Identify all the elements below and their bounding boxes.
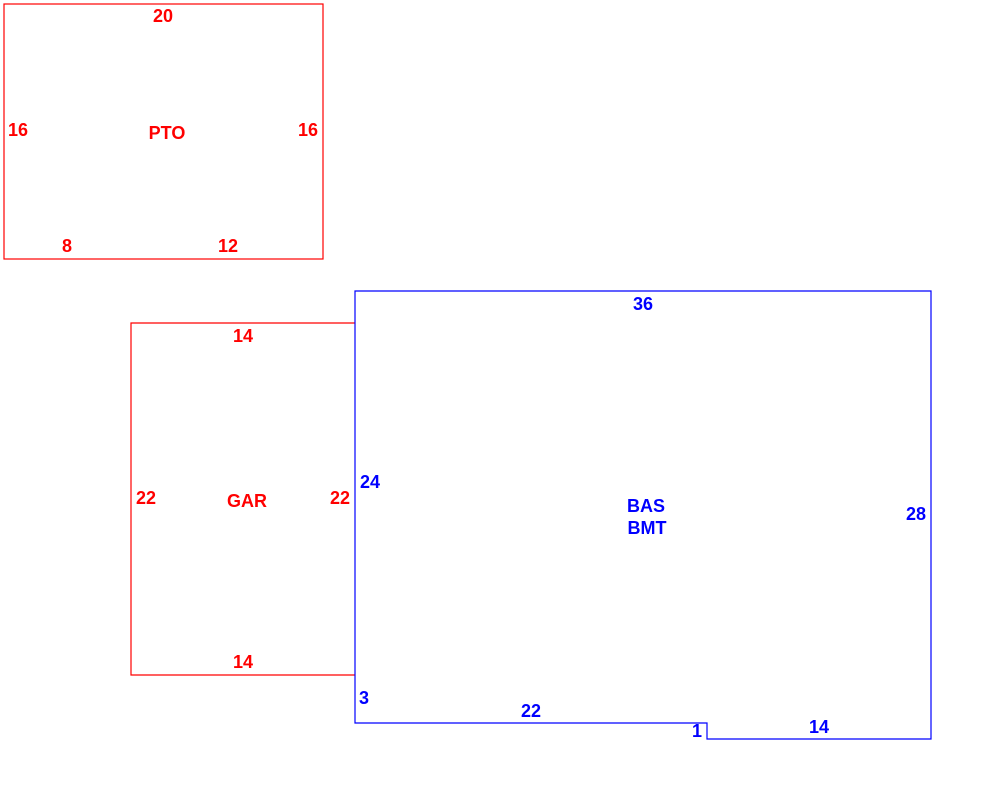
pto-right-dimension: 16 (298, 120, 318, 140)
garage-area: 14 22 GAR 22 14 (130, 322, 355, 676)
pto-top-dimension: 20 (153, 6, 173, 26)
pto-outline (3, 3, 324, 260)
base-bottom-left-dimension: 22 (521, 701, 541, 721)
base-notch-dimension: 1 (692, 721, 702, 741)
garage-outline (130, 322, 355, 676)
basement-label: BMT (628, 518, 667, 538)
garage-right-dimension: 22 (330, 488, 350, 508)
base-top-dimension: 36 (633, 294, 653, 314)
pto-area: 20 16 PTO 16 8 12 (3, 3, 324, 260)
pto-bottom-right-dimension: 12 (218, 236, 238, 256)
base-bottom-right-dimension: 14 (809, 717, 829, 737)
garage-label: GAR (227, 491, 267, 511)
base-outline (354, 290, 932, 740)
garage-bottom-dimension: 14 (233, 652, 253, 672)
pto-label: PTO (149, 123, 186, 143)
base-left-dimension: 24 (360, 472, 380, 492)
base-label: BAS (627, 496, 665, 516)
base-left-bottom-dimension: 3 (359, 688, 369, 708)
pto-left-dimension: 16 (8, 120, 28, 140)
base-right-dimension: 28 (906, 504, 926, 524)
garage-top-dimension: 14 (233, 326, 253, 346)
base-area: 36 24 BAS BMT 28 3 22 1 14 (354, 290, 932, 741)
garage-left-dimension: 22 (136, 488, 156, 508)
pto-bottom-left-dimension: 8 (62, 236, 72, 256)
